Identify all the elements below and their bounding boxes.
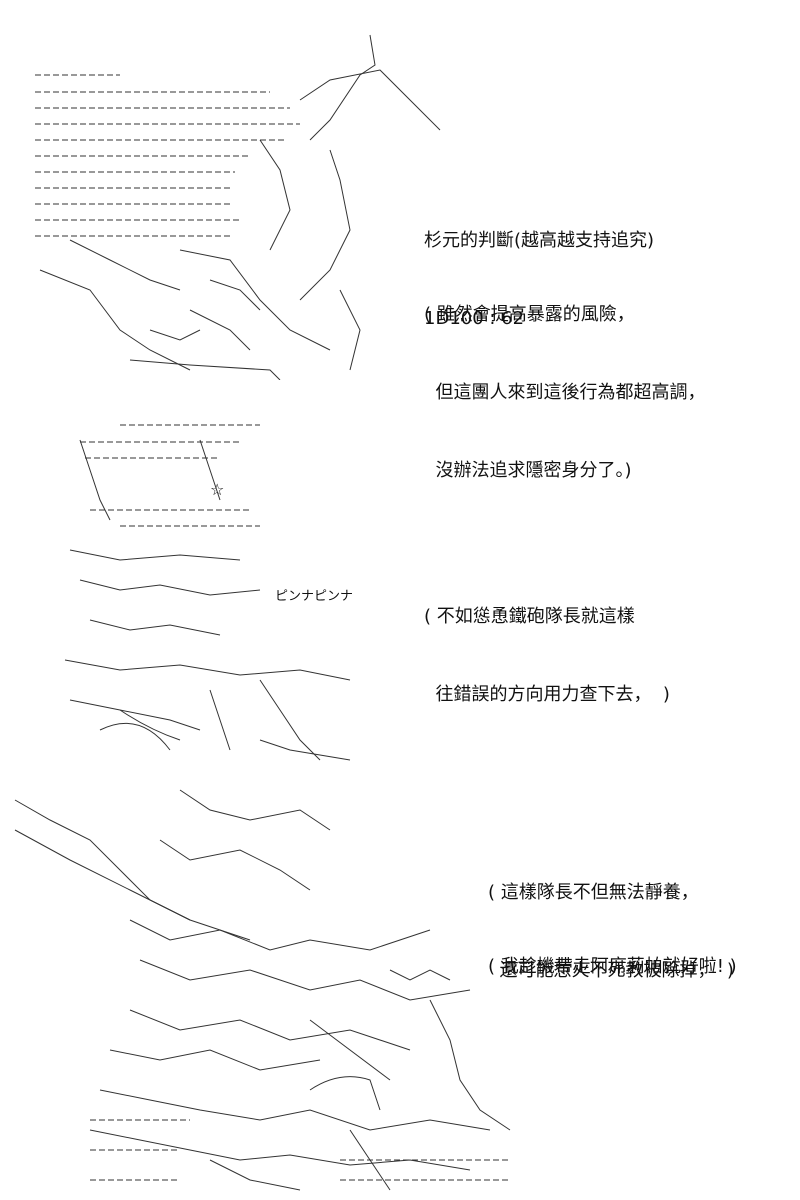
narration-line: 沒辦法追求隱密身分了。) [424, 460, 632, 481]
panel-2: ☆ ピンナピンナ ( 不如慫恿鐵砲隊長就這樣 往錯誤的方向用力查下去， ) [0, 395, 800, 775]
panel-3: ( 這樣隊長不但無法靜養， 還可能惹火不死教被除掉， ) ( 我趁機帶走阿席莉帕… [0, 780, 800, 1200]
ascii-art-soldier-with-rifle-icon [10, 780, 530, 1195]
narration-line: ( 雖然會提高暴露的風險， [424, 304, 635, 325]
narration-line: 往錯誤的方向用力查下去， ) [424, 684, 670, 705]
ascii-art-drawing [35, 34, 441, 380]
narration-4: ( 我趁機帶走阿席莉帕就好啦! ) [488, 902, 737, 1032]
ascii-art-character-with-star-hat-icon: ☆ ピンナピンナ [60, 410, 390, 770]
star-mark: ☆ [210, 480, 224, 499]
narration-2: ( 不如慫恿鐵砲隊長就這樣 往錯誤的方向用力查下去， ) [424, 552, 670, 760]
narration-line: ( 不如慫恿鐵砲隊長就這樣 [424, 606, 635, 627]
narration-1: ( 雖然會提高暴露的風險， 但這團人來到這後行為都超高調， 沒辦法追求隱密身分了… [424, 250, 705, 536]
sound-effect-text: ピンナピンナ [275, 589, 353, 604]
dice-roll: 杉元的判斷(越高越支持追究) 1D100 : 62 [424, 176, 654, 384]
narration-3: ( 這樣隊長不但無法靜養， 還可能惹火不死教被除掉， ) [488, 828, 734, 1036]
roll-result: 1D100 : 62 [424, 308, 525, 329]
ascii-art-cityscape-horse-rider-icon [30, 30, 450, 380]
roll-label: 杉元的判斷(越高越支持追究) [424, 230, 655, 251]
narration-line: ( 我趁機帶走阿席莉帕就好啦! ) [488, 956, 737, 977]
narration-line: 還可能惹火不死教被除掉， ) [488, 960, 734, 981]
panel-1: 杉元的判斷(越高越支持追究) 1D100 : 62 ( 雖然會提高暴露的風險， … [0, 0, 800, 481]
narration-line: ( 這樣隊長不但無法靜養， [488, 882, 699, 903]
narration-line: 但這團人來到這後行為都超高調， [424, 382, 706, 403]
ascii-art-drawing: ☆ ピンナピンナ [64, 424, 353, 761]
ascii-art-drawing [14, 789, 511, 1191]
